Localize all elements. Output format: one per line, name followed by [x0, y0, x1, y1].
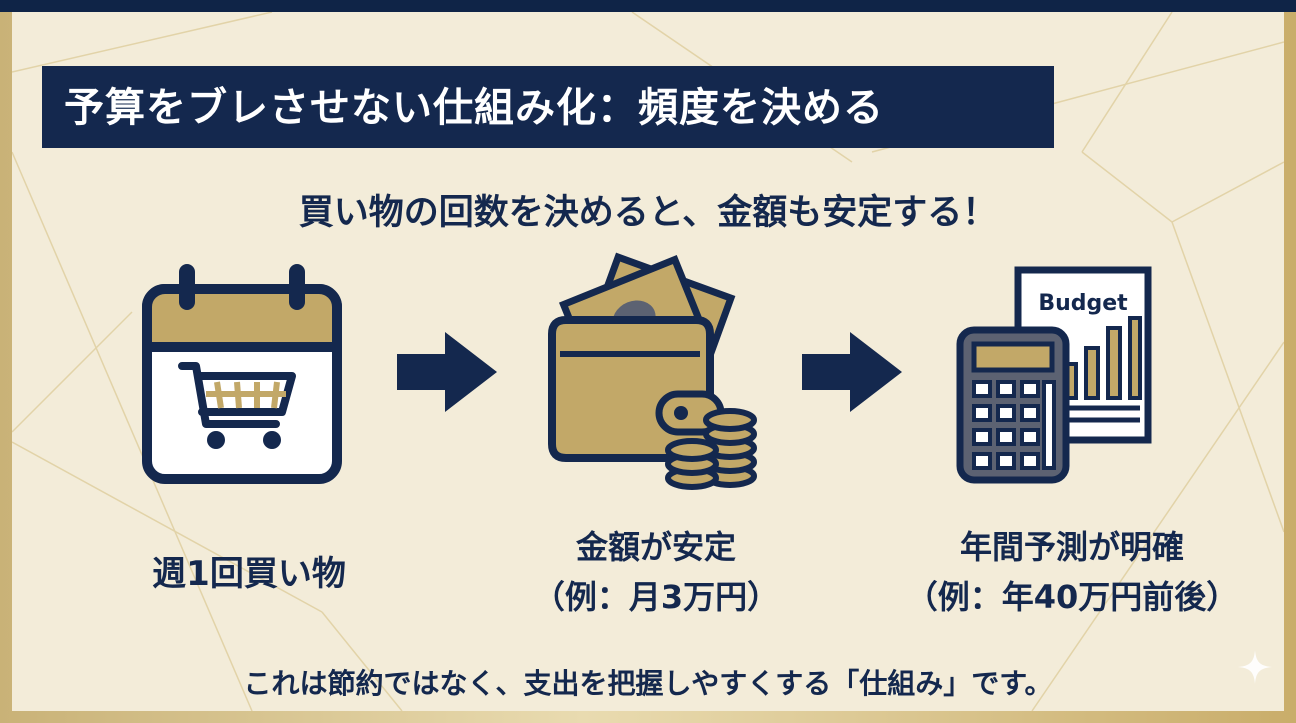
title-banner — [42, 66, 1054, 148]
step-3-example: （例：年40万円前後） — [905, 578, 1239, 616]
step-3-label: 年間予測が明確 — [959, 528, 1184, 566]
page-title: 予算をブレさせない仕組み化：頻度を決める — [64, 85, 884, 131]
budget-doc-label: Budget — [1038, 291, 1128, 316]
decorative-lines — [12, 12, 1284, 711]
arrow-right-icon — [397, 332, 497, 412]
calendar-cart-icon — [142, 264, 342, 484]
slide-panel: 予算をブレさせない仕組み化：頻度を決める 買い物の回数を決めると、金額も安定する… — [12, 12, 1284, 711]
top-border — [0, 0, 1296, 12]
wallet-money-icon — [548, 252, 757, 490]
sparkle-icon — [1238, 650, 1272, 684]
arrow-right-icon — [802, 332, 902, 412]
subtitle: 買い物の回数を決めると、金額も安定する！ — [298, 193, 998, 233]
step-1-label: 週1回買い物 — [152, 554, 346, 594]
step-2-label: 金額が安定 — [575, 528, 736, 566]
calculator-budget-icon: Budget — [956, 266, 1152, 484]
step-2-example: （例：月3万円） — [532, 578, 780, 616]
footer-note: これは節約ではなく、支出を把握しやすくする「仕組み」です。 — [243, 667, 1053, 700]
